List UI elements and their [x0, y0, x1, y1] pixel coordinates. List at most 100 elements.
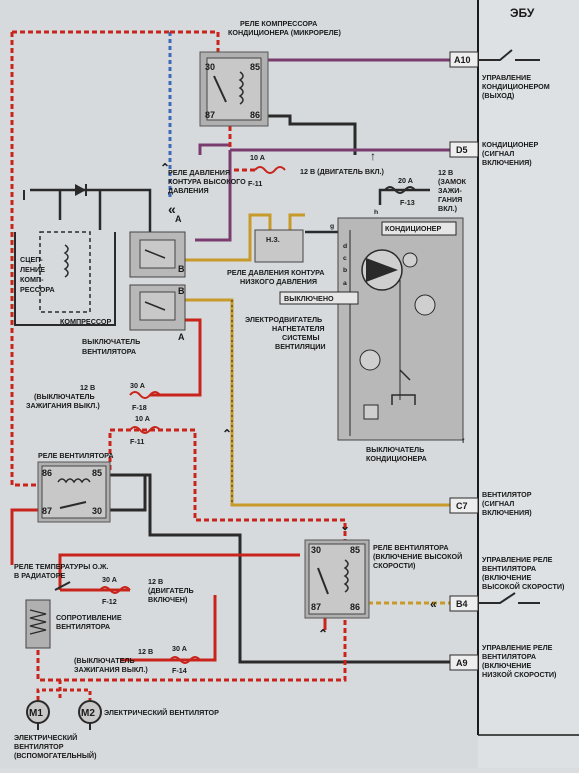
svg-text:КОНДИЦИОНЕРОМ: КОНДИЦИОНЕРОМ [482, 82, 550, 91]
svg-text:КОМПРЕССОР: КОМПРЕССОР [60, 317, 112, 326]
svg-text:РЕЛЕ ВЕНТИЛЯТОРА: РЕЛЕ ВЕНТИЛЯТОРА [373, 543, 449, 552]
wire-left-redwhite [10, 32, 38, 487]
fan-resistor [25, 599, 51, 649]
svg-text:ВЕНТИЛЯТОРА: ВЕНТИЛЯТОРА [482, 564, 536, 573]
svg-text:F-12: F-12 [102, 597, 117, 606]
svg-text:87: 87 [42, 506, 52, 516]
wire-yellow-low [185, 213, 272, 262]
svg-text:КОНДИЦИОНЕР: КОНДИЦИОНЕР [482, 140, 538, 149]
svg-text:(ВЫКЛЮЧАТЕЛЬ: (ВЫКЛЮЧАТЕЛЬ [74, 656, 135, 665]
svg-text:УПРАВЛЕНИЕ РЕЛЕ: УПРАВЛЕНИЕ РЕЛЕ [482, 643, 553, 652]
svg-text:30 A: 30 A [172, 644, 187, 653]
fan-relay: 86 85 87 30 [37, 461, 111, 523]
svg-text:ЭЛЕКТРОДВИГАТЕЛЬ: ЭЛЕКТРОДВИГАТЕЛЬ [245, 315, 322, 324]
svg-text:ВЕНТИЛЯТОРА: ВЕНТИЛЯТОРА [82, 347, 136, 356]
transistor-upper [414, 294, 436, 316]
svg-text:12 В: 12 В [80, 383, 95, 392]
connector-chevron-b4: « [430, 597, 437, 611]
svg-text:КОМП-: КОМП- [20, 275, 44, 284]
wire-f13 [378, 188, 430, 205]
wire-black-a9 [110, 473, 450, 664]
svg-text:РЕЛЕ КОМПРЕССОРА: РЕЛЕ КОМПРЕССОРА [240, 19, 317, 28]
fuse-f12: 30 A F-12 12 В (ДВИГАТЕЛЬ ВКЛЮЧЕН) [99, 575, 194, 606]
svg-text:УПРАВЛЕНИЕ: УПРАВЛЕНИЕ [482, 73, 531, 82]
fan-switch [129, 284, 186, 331]
ac-badge [381, 221, 457, 236]
svg-text:30: 30 [205, 62, 215, 72]
svg-text:B4: B4 [456, 599, 468, 609]
svg-text:87: 87 [205, 110, 215, 120]
pin-a9: A9 [449, 654, 479, 671]
fuse-f18: 30 A F-18 12 В (ВЫКЛЮЧАТЕЛЬ ЗАЖИГАНИЯ ВЫ… [26, 381, 161, 412]
low-pressure-switch: Н.З. [254, 229, 304, 263]
off-badge [279, 291, 359, 305]
fuse-f11-top: 10 A F-11 12 В (ДВИГАТЕЛЬ ВКЛ.) [248, 153, 385, 188]
svg-text:КОНДИЦИОНЕР: КОНДИЦИОНЕР [385, 224, 441, 233]
wire-red-f12 [58, 553, 300, 590]
motor-m1: M1 [26, 700, 50, 724]
svg-text:85: 85 [92, 468, 102, 478]
ecu-title: ЭБУ [510, 6, 535, 20]
svg-text:F-18: F-18 [132, 403, 147, 412]
svg-text:РЕССОРА: РЕССОРА [20, 285, 55, 294]
fuse-f13: 20 A F-13 12 В (ЗАМОК ЗАЖИ- ГАНИЯ ВКЛ.) [384, 168, 467, 213]
svg-text:ВКЛЮЧЕНИЯ): ВКЛЮЧЕНИЯ) [482, 158, 532, 167]
svg-text:ВЕНТИЛЯЦИИ: ВЕНТИЛЯЦИИ [275, 342, 326, 351]
svg-text:(ВКЛЮЧЕНИЕ ВЫСОКОЙ: (ВКЛЮЧЕНИЕ ВЫСОКОЙ [373, 552, 462, 561]
svg-text:ВЕНТИЛЯТОРА: ВЕНТИЛЯТОРА [56, 622, 110, 631]
svg-text:B: B [178, 286, 185, 296]
svg-text:A: A [178, 332, 185, 342]
svg-text:30: 30 [92, 506, 102, 516]
svg-text:В РАДИАТОРЕ: В РАДИАТОРЕ [14, 571, 66, 580]
svg-text:D5: D5 [456, 145, 468, 155]
svg-text:ЗАЖИ-: ЗАЖИ- [438, 186, 462, 195]
svg-text:(ЗАМОК: (ЗАМОК [438, 177, 467, 186]
high-pressure-switch [129, 231, 186, 278]
svg-text:F-11: F-11 [248, 179, 262, 188]
svg-text:12 В: 12 В [438, 168, 453, 177]
svg-text:ВЫКЛЮЧАТЕЛЬ: ВЫКЛЮЧАТЕЛЬ [366, 445, 424, 454]
svg-text:b: b [343, 267, 347, 274]
pin-b4: B4 [449, 595, 479, 612]
svg-text:ЗАЖИГАНИЯ ВЫКЛ.): ЗАЖИГАНИЯ ВЫКЛ.) [26, 401, 100, 410]
svg-text:ВКЛЮЧЕНИЯ): ВКЛЮЧЕНИЯ) [482, 508, 532, 517]
svg-text:СОПРОТИВЛЕНИЕ: СОПРОТИВЛЕНИЕ [56, 613, 122, 622]
svg-text:ВКЛЮЧЕН): ВКЛЮЧЕН) [148, 595, 188, 604]
svg-text:КОНДИЦИОНЕРА (МИКРОРЕЛЕ): КОНДИЦИОНЕРА (МИКРОРЕЛЕ) [228, 28, 341, 37]
svg-text:12 В: 12 В [138, 647, 153, 656]
diode [75, 184, 87, 196]
fuse-f14: 30 A F-14 12 В (ВЫКЛЮЧАТЕЛЬ ЗАЖИГАНИЯ ВЫ… [74, 644, 201, 675]
svg-text:30 A: 30 A [102, 575, 117, 584]
svg-text:(СИГНАЛ: (СИГНАЛ [482, 149, 514, 158]
svg-text:КОНДИЦИОНЕРА: КОНДИЦИОНЕРА [366, 454, 427, 463]
compressor-clutch [14, 231, 116, 326]
svg-text:86: 86 [42, 468, 52, 478]
svg-text:87: 87 [311, 602, 321, 612]
svg-text:Н.З.: Н.З. [266, 235, 280, 244]
svg-text:(ВЫКЛЮЧАТЕЛЬ: (ВЫКЛЮЧАТЕЛЬ [34, 392, 95, 401]
wire-black-86 [268, 114, 357, 155]
svg-text:ВЕНТИЛЯТОР: ВЕНТИЛЯТОР [14, 742, 64, 751]
indicator-lamp [402, 252, 418, 268]
pin-a10: A10 [449, 51, 479, 68]
ecu-panel [478, 0, 579, 768]
fuse-f11-mid: 10 A F-11 [129, 414, 161, 446]
svg-text:СЦЕП-: СЦЕП- [20, 255, 43, 264]
svg-text:85: 85 [250, 62, 260, 72]
svg-text:12 В: 12 В [148, 577, 163, 586]
connector-chevron-mid: ⌃ [222, 427, 232, 441]
svg-text:ЭЛЕКТРИЧЕСКИЙ ВЕНТИЛЯТОР: ЭЛЕКТРИЧЕСКИЙ ВЕНТИЛЯТОР [104, 708, 219, 717]
svg-text:C7: C7 [456, 501, 468, 511]
svg-text:НИЗКОЙ СКОРОСТИ): НИЗКОЙ СКОРОСТИ) [482, 670, 557, 679]
svg-text:КОНТУРА ВЫСОКОГО: КОНТУРА ВЫСОКОГО [168, 177, 246, 186]
svg-text:F-11: F-11 [130, 437, 144, 446]
svg-text:30: 30 [311, 545, 321, 555]
compressor-relay: 30 85 87 86 [199, 51, 269, 127]
svg-text:c: c [343, 255, 347, 262]
svg-text:A10: A10 [454, 55, 471, 65]
svg-text:СИСТЕМЫ: СИСТЕМЫ [282, 333, 320, 342]
svg-text:НАГНЕТАТЕЛЯ: НАГНЕТАТЕЛЯ [272, 324, 325, 333]
svg-text:d: d [343, 243, 347, 250]
relay-element [363, 404, 379, 420]
